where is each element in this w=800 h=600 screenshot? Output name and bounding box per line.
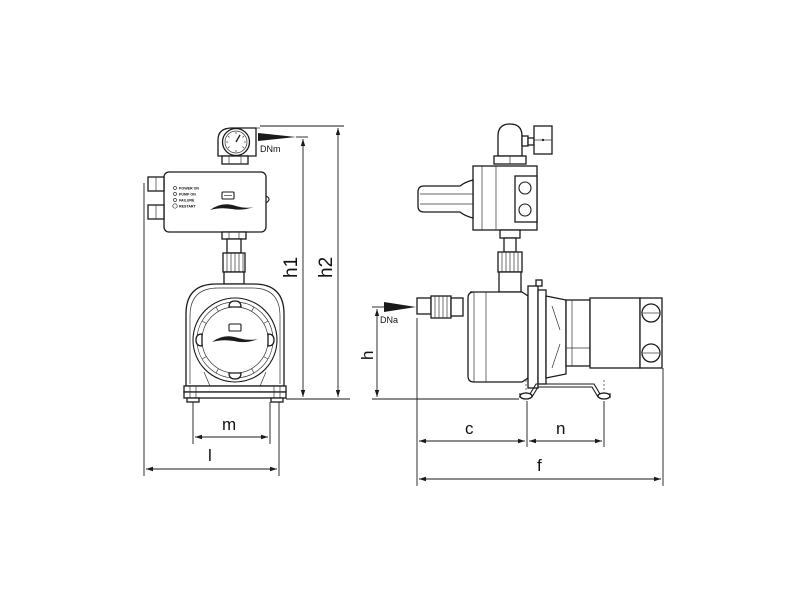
outlet-dnm-indicator: DNm [258, 133, 296, 154]
side-controller [417, 165, 538, 239]
dimension-f: f [419, 368, 664, 486]
dimension-label-h1: h1 [281, 257, 302, 278]
dimension-label-l: l [208, 446, 212, 465]
pump-base-plate [183, 385, 287, 403]
dimension-n: n [529, 401, 605, 447]
side-pump-body [467, 279, 567, 389]
led-label-restart: RESTART [179, 205, 197, 209]
pressure-gauge [217, 127, 260, 165]
dimension-m: m [192, 402, 271, 444]
connecting-pipe [222, 238, 246, 285]
dimension-label-n: n [556, 419, 565, 438]
inlet-label-dna: DNa [380, 315, 398, 325]
dimension-label-f: f [537, 456, 542, 475]
pressure-controller-box: POWER ON PUMP ON FAILURE RESTART [147, 171, 270, 240]
dimension-label-m: m [222, 415, 236, 434]
side-foot-bracket [519, 380, 611, 400]
led-label-power-on: POWER ON [179, 187, 199, 191]
inlet-dna-indicator: DNa [380, 302, 416, 325]
brand-logo-icon [210, 191, 254, 210]
dimension-h1: h1 [281, 136, 350, 400]
led-label-failure: FAILURE [179, 199, 195, 203]
dimension-c: c [416, 318, 528, 486]
side-motor [565, 297, 663, 369]
led-label-pump-on: PUMP ON [179, 193, 196, 197]
side-connecting-pipe [497, 237, 523, 293]
side-inlet-fitting [416, 295, 464, 319]
dimension-label-h: h [358, 351, 377, 360]
side-view: DNa [358, 123, 664, 486]
dimension-h2: h2 [260, 125, 344, 397]
dimension-h: h [358, 306, 519, 400]
outlet-label-dnm: DNm [260, 144, 281, 154]
dimension-label-h2: h2 [316, 257, 337, 278]
front-view: DNm POWER ON PUMP ON FAILURE RESTART [143, 125, 350, 476]
dimension-label-c: c [465, 419, 474, 438]
dimension-l: l [143, 183, 280, 476]
pump-front-body [185, 283, 285, 387]
side-elbow-valve [493, 123, 553, 165]
